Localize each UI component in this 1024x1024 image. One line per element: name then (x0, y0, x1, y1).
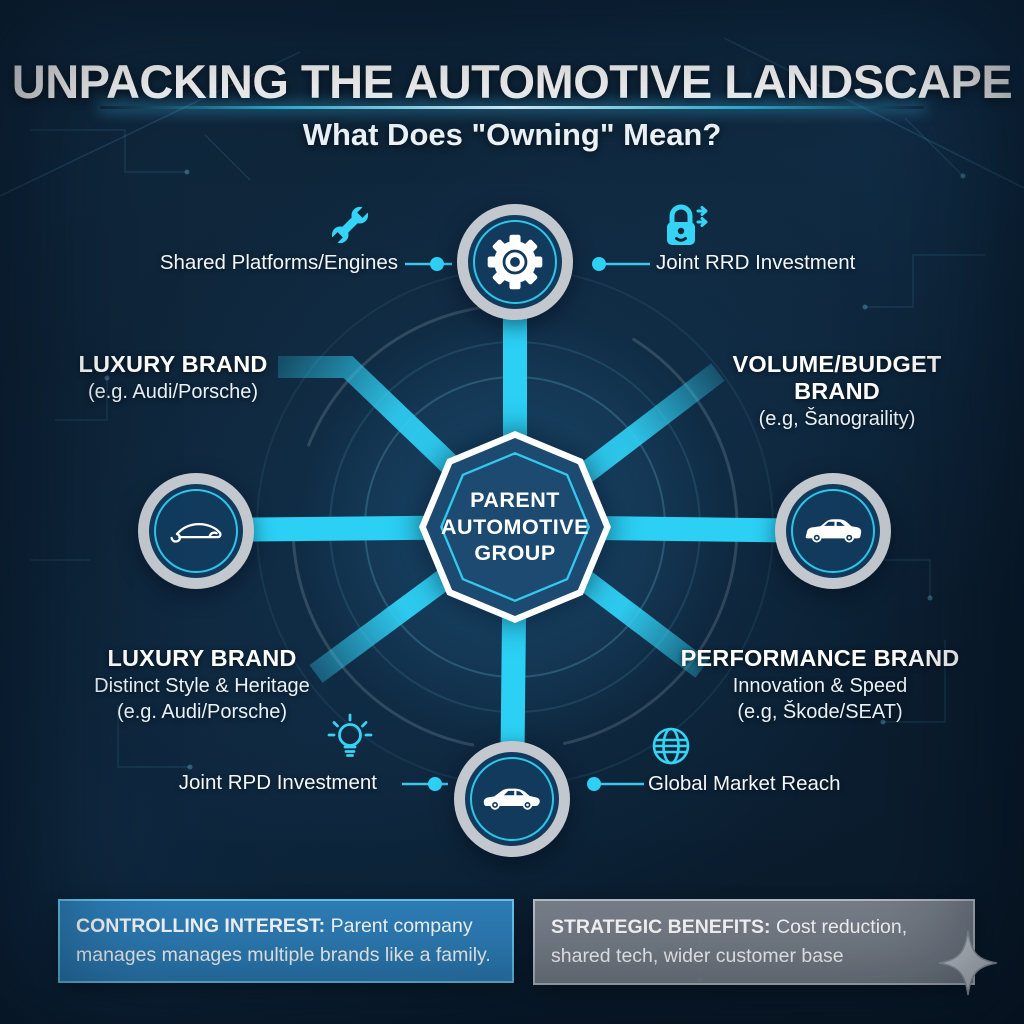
label-shared-platforms: Shared Platforms/Engines (159, 251, 398, 274)
title-divider (100, 106, 924, 109)
brand-luxury-lower: LUXURY BRAND Distinct Style & Heritage (… (94, 645, 310, 723)
callout-controlling-interest: CONTROLLING INTEREST: Parent company man… (58, 899, 514, 983)
brand-volume-budget: VOLUME/BUDGET BRAND (e.g, Šanograility) (732, 351, 942, 430)
lightbulb-icon (323, 711, 377, 770)
node-volume-brand (775, 473, 891, 589)
label-joint-rpd-investment: Joint RPD Investment (178, 771, 377, 794)
car-sedan-icon (805, 519, 862, 543)
light-streaks (0, 37, 1024, 197)
brand-performance: PERFORMANCE BRAND Innovation & Speed (e.… (680, 645, 960, 723)
gear-icon (487, 234, 543, 290)
page-subtitle: What Does "Owning" Mean? (302, 117, 722, 152)
globe-icon (644, 719, 698, 778)
hub-label: PARENT AUTOMOTIVE GROUP (441, 488, 589, 566)
node-performance-brand (454, 741, 570, 857)
car-outline-icon (170, 523, 222, 543)
parent-group-hub: PARENT AUTOMOTIVE GROUP (419, 431, 611, 623)
page-title: UNPACKING THE AUTOMOTIVE LANDSCAPE (11, 55, 1013, 108)
connector-dots (428, 257, 606, 791)
car-sport-icon (483, 788, 540, 810)
callout-title: CONTROLLING INTEREST: (76, 914, 326, 937)
node-luxury-brand (138, 473, 254, 589)
label-global-market-reach: Global Market Reach (648, 772, 841, 795)
callout-body: Parent company manages manages multiple … (76, 914, 491, 966)
brand-luxury-upper: LUXURY BRAND (e.g. Audi/Porsche) (78, 351, 268, 403)
callout-body: Cost reduction, shared tech, wider custo… (551, 915, 908, 967)
node-shared-platforms (457, 204, 573, 320)
connector-lines (402, 262, 650, 786)
sparkle-icon (936, 928, 1000, 1003)
wrench-icon (326, 201, 374, 254)
callout-strategic-benefits: STRATEGIC BENEFITS: Cost reduction, shar… (533, 899, 975, 985)
circuit-traces (30, 117, 985, 980)
padlock-share-icon (659, 201, 711, 256)
label-joint-rrd-investment: Joint RRD Investment (656, 251, 856, 274)
callout-title: STRATEGIC BENEFITS: (551, 915, 771, 938)
